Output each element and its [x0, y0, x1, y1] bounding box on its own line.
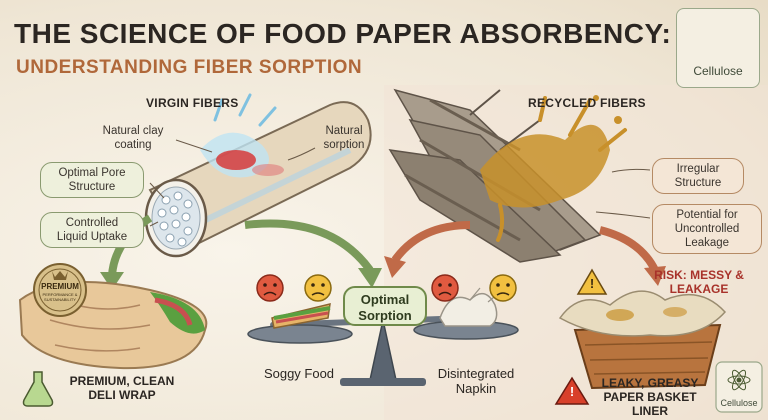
- warning-icon-top: [576, 268, 608, 295]
- brand-label-top: Cellulose: [693, 64, 743, 78]
- callout-liquid-uptake: Controlled Liquid Uptake: [40, 212, 144, 248]
- scale-pan-left: [247, 324, 353, 344]
- result-basket-liner: LEAKY, GREASY PAPER BASKET LINER: [601, 376, 699, 418]
- label-soggy-food: Soggy Food: [263, 366, 335, 381]
- basket-liner: [558, 290, 727, 390]
- recycled-fibers-heading: RECYCLED FIBERS: [528, 96, 646, 110]
- sad-face-red-left: [256, 274, 284, 302]
- warning-mark-bottom: !: [569, 384, 575, 399]
- callout-uncontrolled-leakage: Potential for Uncontrolled Leakage: [652, 204, 762, 254]
- premium-badge: [33, 263, 87, 317]
- arrow-to-scale-right: [391, 221, 471, 263]
- red-liquid: [216, 150, 256, 170]
- page-title: THE SCIENCE OF FOOD PAPER ABSORBENCY:: [14, 18, 672, 49]
- sad-face-red-right: [431, 274, 459, 302]
- callout-natural-sorption: Natural sorption: [323, 125, 365, 151]
- result-deli-wrap: PREMIUM, CLEAN DELI WRAP: [69, 374, 175, 402]
- napkin: [439, 292, 498, 327]
- risk-label: RISK: MESSY & LEAKAGE: [654, 268, 744, 296]
- worried-face-right: [489, 274, 517, 302]
- deli-wrap: [18, 263, 208, 370]
- arrow-to-liner: [598, 226, 659, 272]
- brand-box: [676, 8, 760, 88]
- page-subtitle: UNDERSTANDING FIBER SORPTION: [16, 57, 363, 78]
- brand-label-bottom: Cellulose: [720, 398, 758, 408]
- virgin-fiber-tube: [144, 93, 372, 258]
- grease-splash: [480, 124, 610, 208]
- warning-icon-bottom: [554, 376, 590, 405]
- atom-icon-bottom-right: [715, 361, 763, 413]
- callout-clay-coating: Natural clay coating: [102, 125, 164, 151]
- label-disintegrated-napkin: Disintegrated Napkin: [437, 366, 515, 396]
- arrow-to-scale-left: [244, 219, 374, 273]
- callout-pore-structure: Optimal Pore Structure: [40, 162, 144, 198]
- optimal-sorption-label: Optimal Sorption: [343, 286, 427, 326]
- warning-mark-top: !: [589, 276, 595, 291]
- premium-badge-small: PERFORMANCE & SUSTAINABILITY: [42, 292, 78, 302]
- worried-face-left: [304, 274, 332, 302]
- premium-badge-label: PREMIUM: [41, 282, 79, 291]
- virgin-fibers-heading: VIRGIN FIBERS: [146, 96, 239, 110]
- flask-icon-bottom-left: [22, 371, 54, 407]
- callout-irregular-structure: Irregular Structure: [652, 158, 744, 194]
